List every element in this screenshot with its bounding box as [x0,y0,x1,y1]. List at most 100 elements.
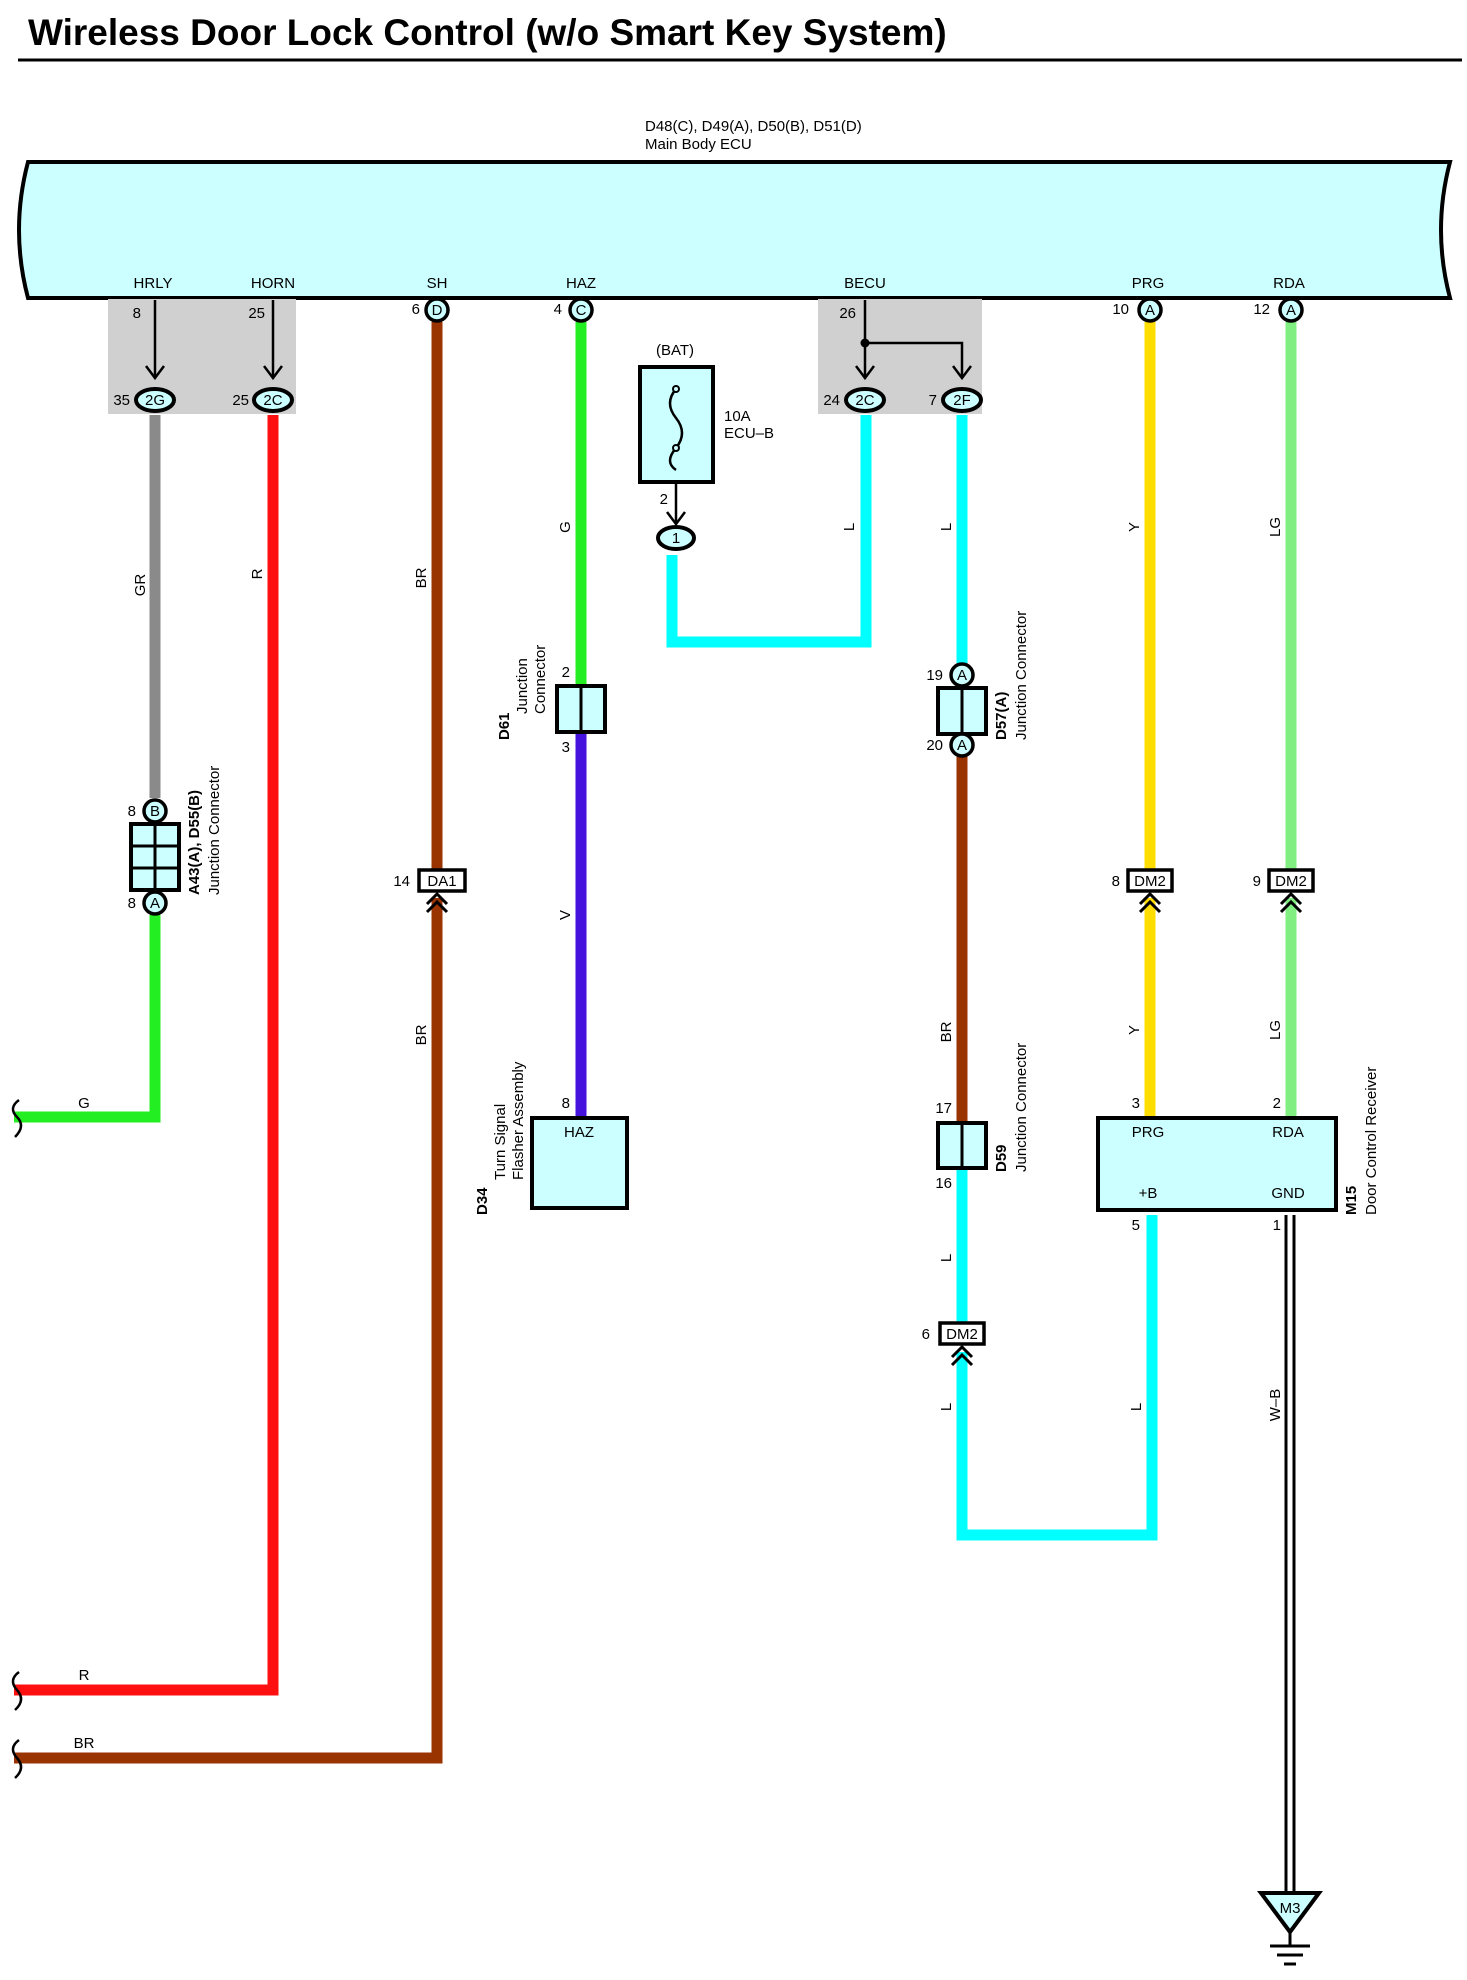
svg-text:Junction Connector: Junction Connector [1013,611,1030,740]
fuse-source: (BAT) [656,342,694,359]
exit-label-br: BR [74,1735,95,1752]
fuse-out-connector: 1 [656,525,696,551]
becu-internal [863,300,964,376]
ecu-terminal-sh: SH [427,275,448,292]
svg-text:Connector: Connector [532,645,549,714]
svg-text:19: 19 [926,667,943,684]
wire-label-r: R [249,568,266,579]
fuse-rating: 10A [724,408,751,425]
ecu-codes: D48(C), D49(A), D50(B), D51(D) [645,118,862,135]
inline-connector-dm2-prg: DM2 8 [1112,868,1174,914]
svg-text:2C: 2C [263,392,282,409]
svg-text:14: 14 [393,873,410,890]
main-body-ecu [17,160,1453,300]
svg-text:8: 8 [128,895,136,912]
ecu-pin-horn: 25 [248,305,265,322]
svg-text:1: 1 [1273,1217,1281,1234]
d34-label: D34 Turn Signal Flasher Assembly [474,1061,527,1215]
break-mark-br [11,1738,23,1779]
ecu-conn-haz: C [568,297,594,323]
ecu-terminal-rda: RDA [1273,275,1305,292]
ecu-name: Main Body ECU [645,136,752,153]
svg-text:2: 2 [562,664,570,681]
junction-d57: A 19 A 20 [926,662,988,758]
svg-text:DM2: DM2 [1134,873,1166,890]
wire-label-v: V [557,910,574,920]
ecu-pin-rda: 12 [1253,301,1270,318]
svg-text:8: 8 [1112,873,1120,890]
ecu-terminal-becu: BECU [844,275,886,292]
wire-label-y-2: Y [1126,1025,1143,1035]
svg-text:A43(A), D55(B): A43(A), D55(B) [186,790,203,895]
svg-text:D61: D61 [496,712,513,740]
svg-text:DA1: DA1 [427,873,456,890]
wire-label-l-1: L [841,523,858,531]
inline-connector-dm2-rda: DM2 9 [1253,868,1315,914]
ground-m3: M3 [1257,1891,1323,1966]
svg-text:A: A [957,737,967,754]
ecu-pin-hrly: 8 [133,305,141,322]
svg-text:D: D [432,302,443,319]
fuse-ecu-b [638,365,715,484]
ecu-pin-becu: 26 [839,305,856,322]
ecu-terminal-haz: HAZ [566,275,596,292]
svg-text:GND: GND [1271,1185,1305,1202]
break-mark-r [11,1670,23,1711]
inline-connector-da1: DA1 14 [393,868,467,914]
wire-label-l-3: L [938,1254,955,1262]
fuse-out-pin: 2 [660,491,668,508]
junction-d61: 2 3 [555,664,607,756]
svg-text:2G: 2G [145,392,165,409]
junction-d59: 17 16 [935,1100,988,1192]
svg-text:Junction Connector: Junction Connector [206,766,223,895]
ecu-conn-prg: A [1137,297,1163,323]
svg-text:8: 8 [128,803,136,820]
svg-text:24: 24 [823,392,840,409]
svg-text:D34: D34 [474,1187,491,1215]
ecu-pin-prg: 10 [1112,301,1129,318]
internal-connector-2f: 2F 7 [929,387,983,413]
svg-text:2C: 2C [855,392,874,409]
svg-text:17: 17 [935,1100,952,1117]
svg-text:M3: M3 [1280,1900,1301,1917]
svg-text:+B: +B [1139,1185,1158,1202]
junction-d59-label: D59 Junction Connector [993,1043,1030,1172]
exit-label-g: G [78,1095,90,1112]
exit-label-r: R [79,1667,90,1684]
svg-text:Junction: Junction [514,658,531,714]
svg-text:RDA: RDA [1272,1124,1304,1141]
junction-a43-label: A43(A), D55(B) Junction Connector [186,766,223,895]
wire-label-lg-2: LG [1267,1020,1284,1040]
ecu-pin-sh: 6 [412,301,420,318]
svg-text:25: 25 [232,392,249,409]
fuse-element [668,388,684,472]
svg-text:35: 35 [113,392,130,409]
svg-text:A: A [957,667,967,684]
svg-text:HAZ: HAZ [564,1124,594,1141]
svg-text:3: 3 [1132,1095,1140,1112]
wire-labels: GR R BR BR G V L L BR L L L Y Y LG LG W–… [74,517,1284,1752]
wire-label-lg-1: LG [1267,517,1284,537]
wire-label-l-5: L [1128,1403,1145,1411]
ecu-terminal-hrly: HRLY [134,275,173,292]
junction-a43-d55: B 8 A 8 [128,798,181,916]
svg-text:A: A [1286,302,1296,319]
wire-label-br-2: BR [413,1024,430,1045]
fuse-arrow [666,511,686,527]
svg-text:9: 9 [1253,873,1261,890]
wire-label-g-haz: G [557,521,574,533]
svg-text:7: 7 [929,392,937,409]
svg-text:D57(A): D57(A) [993,692,1010,740]
svg-text:C: C [576,302,587,319]
svg-text:8: 8 [562,1095,570,1112]
inline-connector-dm2-l: DM2 6 [922,1321,986,1367]
junction-d57-label: D57(A) Junction Connector [993,611,1030,740]
svg-text:5: 5 [1132,1217,1140,1234]
svg-text:20: 20 [926,737,943,754]
wire-label-y-1: Y [1126,522,1143,532]
wire-label-br-3: BR [938,1021,955,1042]
svg-text:Flasher Assembly: Flasher Assembly [510,1061,527,1180]
becu-splice-dot [860,338,870,348]
svg-text:Door Control Receiver: Door Control Receiver [1363,1067,1380,1215]
